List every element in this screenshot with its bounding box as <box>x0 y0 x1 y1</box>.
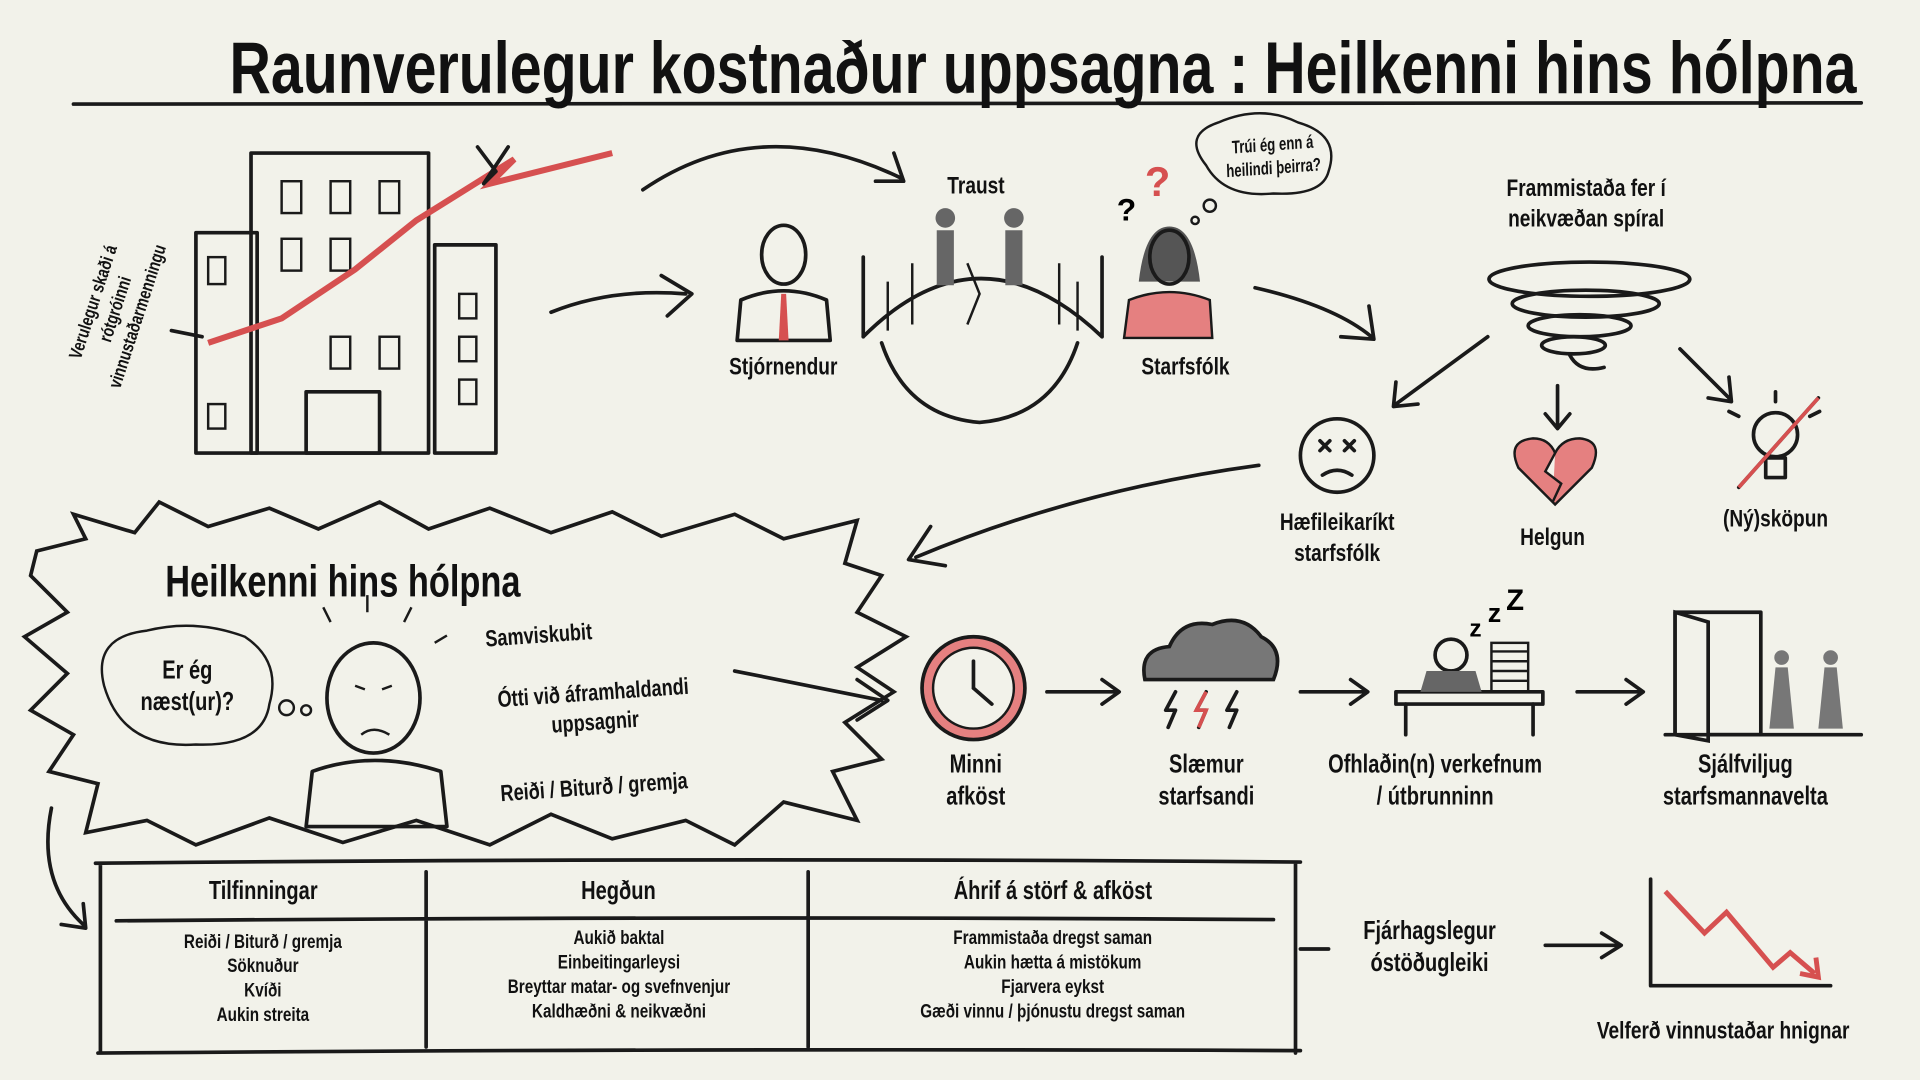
thought-bubble <box>1195 112 1333 196</box>
staff-figure-icon <box>1122 226 1214 340</box>
svg-text:z: z <box>1488 598 1501 628</box>
svg-text:z: z <box>1469 616 1481 643</box>
crossed-lightbulb-icon <box>1727 390 1822 490</box>
table-header-behavior: Hegðun <box>581 876 656 905</box>
arrows <box>46 144 1734 960</box>
broken-heart-icon <box>1513 437 1598 507</box>
broken-bridge-icon <box>861 208 1104 425</box>
question-mark-icon: ? <box>1117 191 1136 227</box>
outcome-engagement: Helgun <box>1520 524 1586 552</box>
title-text: Raunverulegur kostnaður uppsagna : Heilk… <box>229 26 1857 109</box>
workplace-decline-label: Velferð vinnustaðar hnignar <box>1597 1017 1850 1045</box>
worried-person-icon <box>304 595 449 829</box>
page-title: Raunverulegur kostnaður uppsagna : Heilk… <box>0 22 1920 114</box>
table-frame <box>93 858 1303 1055</box>
svg-text:Z: Z <box>1506 584 1524 617</box>
title-underline <box>71 100 1864 106</box>
syndrome-spiky-bubble <box>21 499 910 848</box>
storm-cloud-icon <box>1142 618 1280 730</box>
outcome-innovation: (Ný)sköpun <box>1722 505 1829 533</box>
managers-label: Stjórnendur <box>729 353 838 381</box>
table-header-feelings: Tilfinningar <box>208 876 318 905</box>
staff-label: Starfsfólk <box>1141 353 1230 381</box>
cracked-building-icon <box>169 145 613 455</box>
flow-burnout: Ofhlaðin(n) verkefnum/ útbrunninn <box>1328 750 1543 811</box>
spiral-tornado-icon <box>1487 260 1692 371</box>
decline-chart-icon <box>1648 877 1833 988</box>
red-question-mark-icon: ? <box>1145 158 1170 205</box>
trust-label: Traust <box>947 172 1005 200</box>
sad-face-icon <box>1298 416 1376 495</box>
question-thought-bubble <box>100 624 274 747</box>
table-header-impact: Áhrif á störf & afköst <box>953 876 1152 905</box>
clock-icon <box>920 634 1027 742</box>
manager-figure-icon <box>735 223 833 343</box>
exit-door-icon <box>1663 609 1864 744</box>
syndrome-title: Heilkenni hins hólpna <box>165 555 521 607</box>
